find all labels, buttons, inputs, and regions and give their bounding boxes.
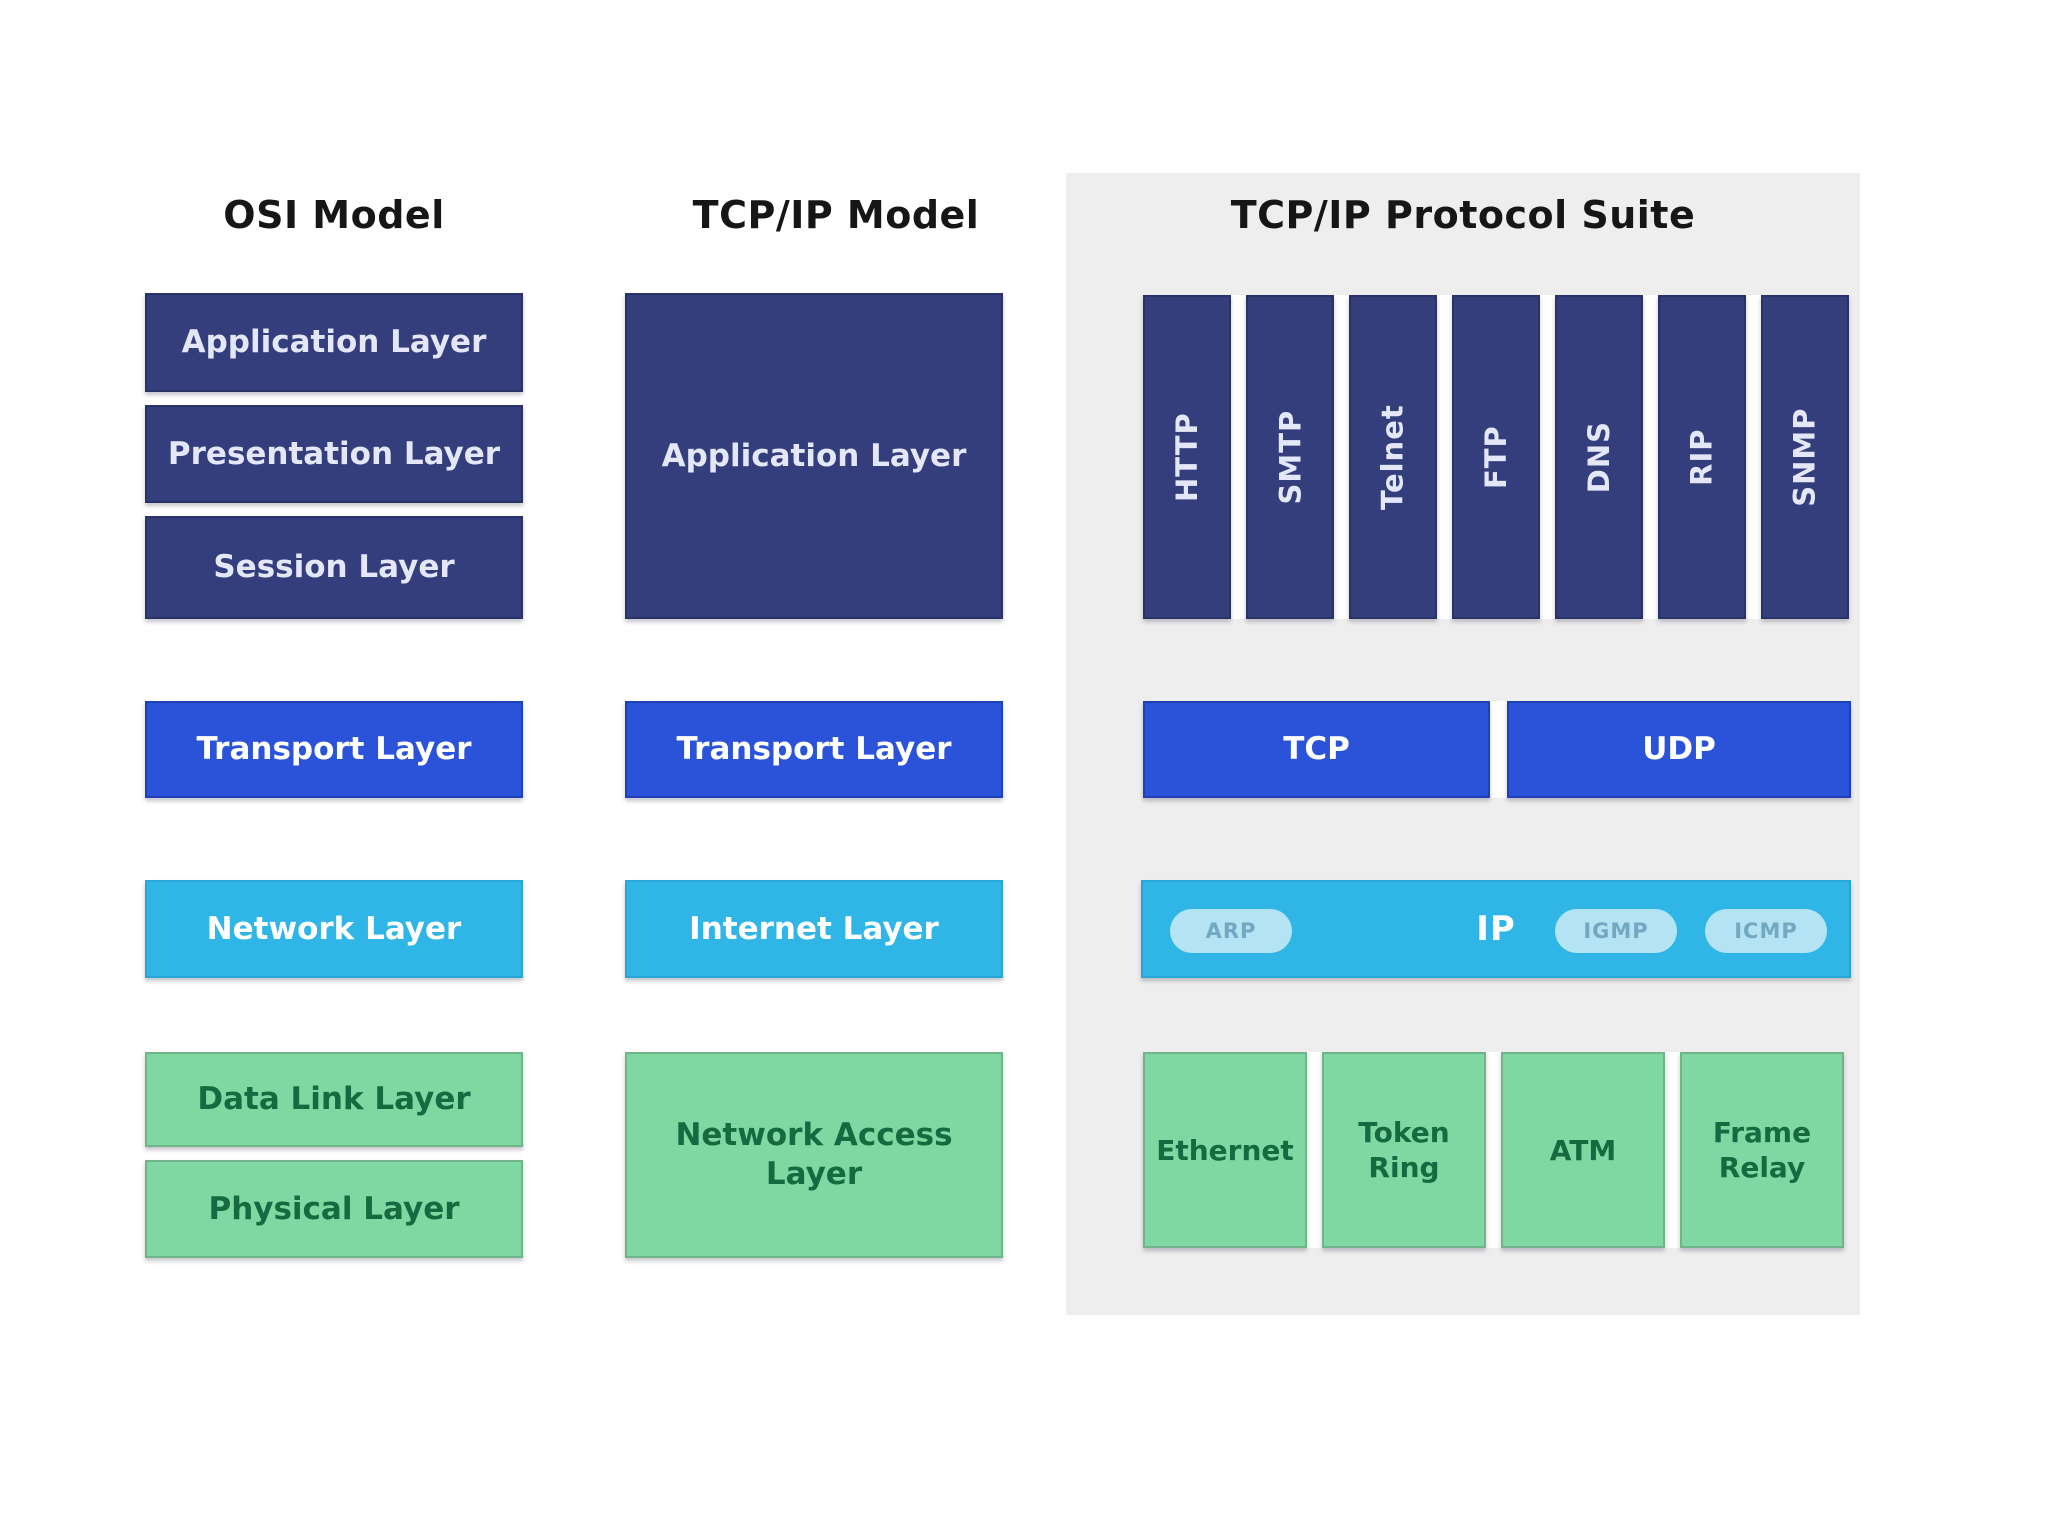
tcpip-layer-transport-label: Transport Layer xyxy=(676,731,952,768)
protocol-bar-dns-label: DNS xyxy=(1581,420,1616,494)
osi-layer-application: Application Layer xyxy=(145,293,523,392)
protocol-bar-ftp: FTP xyxy=(1452,295,1540,619)
tcpip-layer-internet: Internet Layer xyxy=(625,880,1003,978)
udp-box: UDP xyxy=(1507,701,1851,798)
tcpip-layer-internet-label: Internet Layer xyxy=(689,910,939,947)
link-tech-token-ring: Token Ring xyxy=(1322,1052,1486,1248)
link-tech-token-ring-label: Token Ring xyxy=(1358,1116,1450,1184)
osi-layer-datalink-label: Data Link Layer xyxy=(197,1081,471,1118)
arp-pill: ARP xyxy=(1170,909,1292,953)
osi-model-title: OSI Model xyxy=(223,193,445,237)
protocol-suite-panel: TCP/IP Protocol Suite HTTP SMTP Telnet F… xyxy=(1066,173,1860,1315)
osi-layer-session-label: Session Layer xyxy=(213,549,455,586)
protocol-bar-rip: RIP xyxy=(1658,295,1746,619)
osi-layer-presentation-label: Presentation Layer xyxy=(167,435,501,472)
osi-layer-physical: Physical Layer xyxy=(145,1160,523,1258)
protocol-bar-rip-label: RIP xyxy=(1684,428,1719,486)
protocol-bar-smtp: SMTP xyxy=(1246,295,1334,619)
protocol-bar-snmp: SNMP xyxy=(1761,295,1849,619)
osi-layer-transport-label: Transport Layer xyxy=(196,731,472,768)
protocol-bar-snmp-label: SNMP xyxy=(1787,407,1822,507)
protocol-bar-smtp-label: SMTP xyxy=(1272,409,1307,505)
link-tech-frame-relay-label: Frame Relay xyxy=(1712,1116,1812,1184)
transport-protocols-row: TCP UDP xyxy=(1143,701,1851,798)
link-tech-frame-relay: Frame Relay xyxy=(1680,1052,1844,1248)
tcp-label: TCP xyxy=(1283,731,1350,768)
tcpip-layer-network-access-label: Network Access Layer xyxy=(675,1117,953,1192)
tcpip-layer-network-access: Network Access Layer xyxy=(625,1052,1003,1258)
osi-layer-transport: Transport Layer xyxy=(145,701,523,798)
ip-bar: IP ARP IGMP ICMP xyxy=(1141,880,1851,978)
icmp-pill-label: ICMP xyxy=(1734,918,1798,943)
link-tech-ethernet-label: Ethernet xyxy=(1156,1133,1294,1167)
tcpip-layer-application: Application Layer xyxy=(625,293,1003,619)
udp-label: UDP xyxy=(1642,731,1716,768)
link-tech-ethernet: Ethernet xyxy=(1143,1052,1307,1248)
osi-layer-presentation: Presentation Layer xyxy=(145,405,523,503)
icmp-pill: ICMP xyxy=(1705,909,1827,953)
application-protocols-row: HTTP SMTP Telnet FTP DNS RIP SNMP xyxy=(1143,295,1849,619)
osi-layer-application-label: Application Layer xyxy=(181,324,487,361)
link-tech-atm: ATM xyxy=(1501,1052,1665,1248)
igmp-pill-label: IGMP xyxy=(1583,918,1649,943)
tcpip-layer-transport: Transport Layer xyxy=(625,701,1003,798)
tcpip-model-title: TCP/IP Model xyxy=(692,193,980,237)
tcp-box: TCP xyxy=(1143,701,1490,798)
igmp-pill: IGMP xyxy=(1555,909,1677,953)
protocol-bar-http: HTTP xyxy=(1143,295,1231,619)
osi-layer-session: Session Layer xyxy=(145,516,523,619)
link-technologies-row: Ethernet Token Ring ATM Frame Relay xyxy=(1143,1052,1844,1248)
osi-layer-physical-label: Physical Layer xyxy=(208,1190,460,1227)
link-tech-atm-label: ATM xyxy=(1549,1133,1617,1167)
protocol-bar-telnet: Telnet xyxy=(1349,295,1437,619)
ip-label: IP xyxy=(1476,908,1516,949)
osi-layer-network-label: Network Layer xyxy=(206,910,462,947)
protocol-bar-dns: DNS xyxy=(1555,295,1643,619)
tcpip-layer-application-label: Application Layer xyxy=(661,437,967,474)
protocol-bar-ftp-label: FTP xyxy=(1478,425,1513,489)
protocol-bar-telnet-label: Telnet xyxy=(1375,404,1410,510)
protocol-suite-title: TCP/IP Protocol Suite xyxy=(1230,193,1696,237)
osi-layer-datalink: Data Link Layer xyxy=(145,1052,523,1147)
arp-pill-label: ARP xyxy=(1205,918,1257,943)
protocol-bar-http-label: HTTP xyxy=(1169,412,1204,502)
osi-layer-network: Network Layer xyxy=(145,880,523,978)
